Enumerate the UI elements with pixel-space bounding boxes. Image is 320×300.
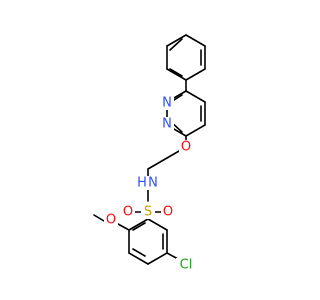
bond: [166, 34, 187, 47]
atom-s: S: [141, 205, 155, 220]
molecule-structure: N N O N H S O O O: [93, 34, 206, 273]
bond: [128, 252, 149, 265]
atom-label-o: O: [106, 213, 116, 228]
bond: [128, 218, 149, 231]
bond: [169, 68, 183, 77]
bond: [185, 34, 206, 47]
atom-nh-amide: N H: [136, 176, 162, 191]
bond: [147, 252, 168, 265]
atom-label-o: O: [123, 205, 133, 220]
bond: [93, 214, 105, 222]
atom-cl: Cl: [176, 258, 196, 273]
atom-o-sulfonyl-right: O: [161, 205, 175, 220]
atom-o-methoxy: O: [104, 213, 118, 228]
atom-label-o: O: [181, 140, 191, 155]
atom-n-ring-1: N: [160, 96, 174, 111]
atom-label-layer: N N O N H S O O O: [104, 96, 196, 273]
atom-label-n: N: [148, 176, 158, 191]
bond: [147, 157, 168, 170]
atom-label-h: H: [137, 176, 147, 191]
bond: [147, 218, 168, 231]
bond: [132, 222, 146, 231]
atom-label-cl: Cl: [180, 258, 193, 273]
bond: [166, 68, 187, 81]
bond: [185, 124, 206, 137]
atom-o-ether: O: [179, 140, 193, 155]
atom-n-ring-2: N: [160, 117, 174, 132]
bond: [169, 38, 183, 51]
bond: [132, 248, 146, 257]
bond: [185, 68, 206, 81]
atom-label-o: O: [163, 205, 173, 220]
bond: [117, 223, 130, 231]
bond: [185, 90, 206, 103]
atom-label-s: S: [144, 205, 152, 220]
molecule-canvas: N N O N H S O O O: [93, 34, 206, 273]
atom-o-sulfonyl-left: O: [121, 205, 135, 220]
atom-label-n: N: [162, 96, 172, 111]
atom-label-n: N: [162, 117, 172, 132]
